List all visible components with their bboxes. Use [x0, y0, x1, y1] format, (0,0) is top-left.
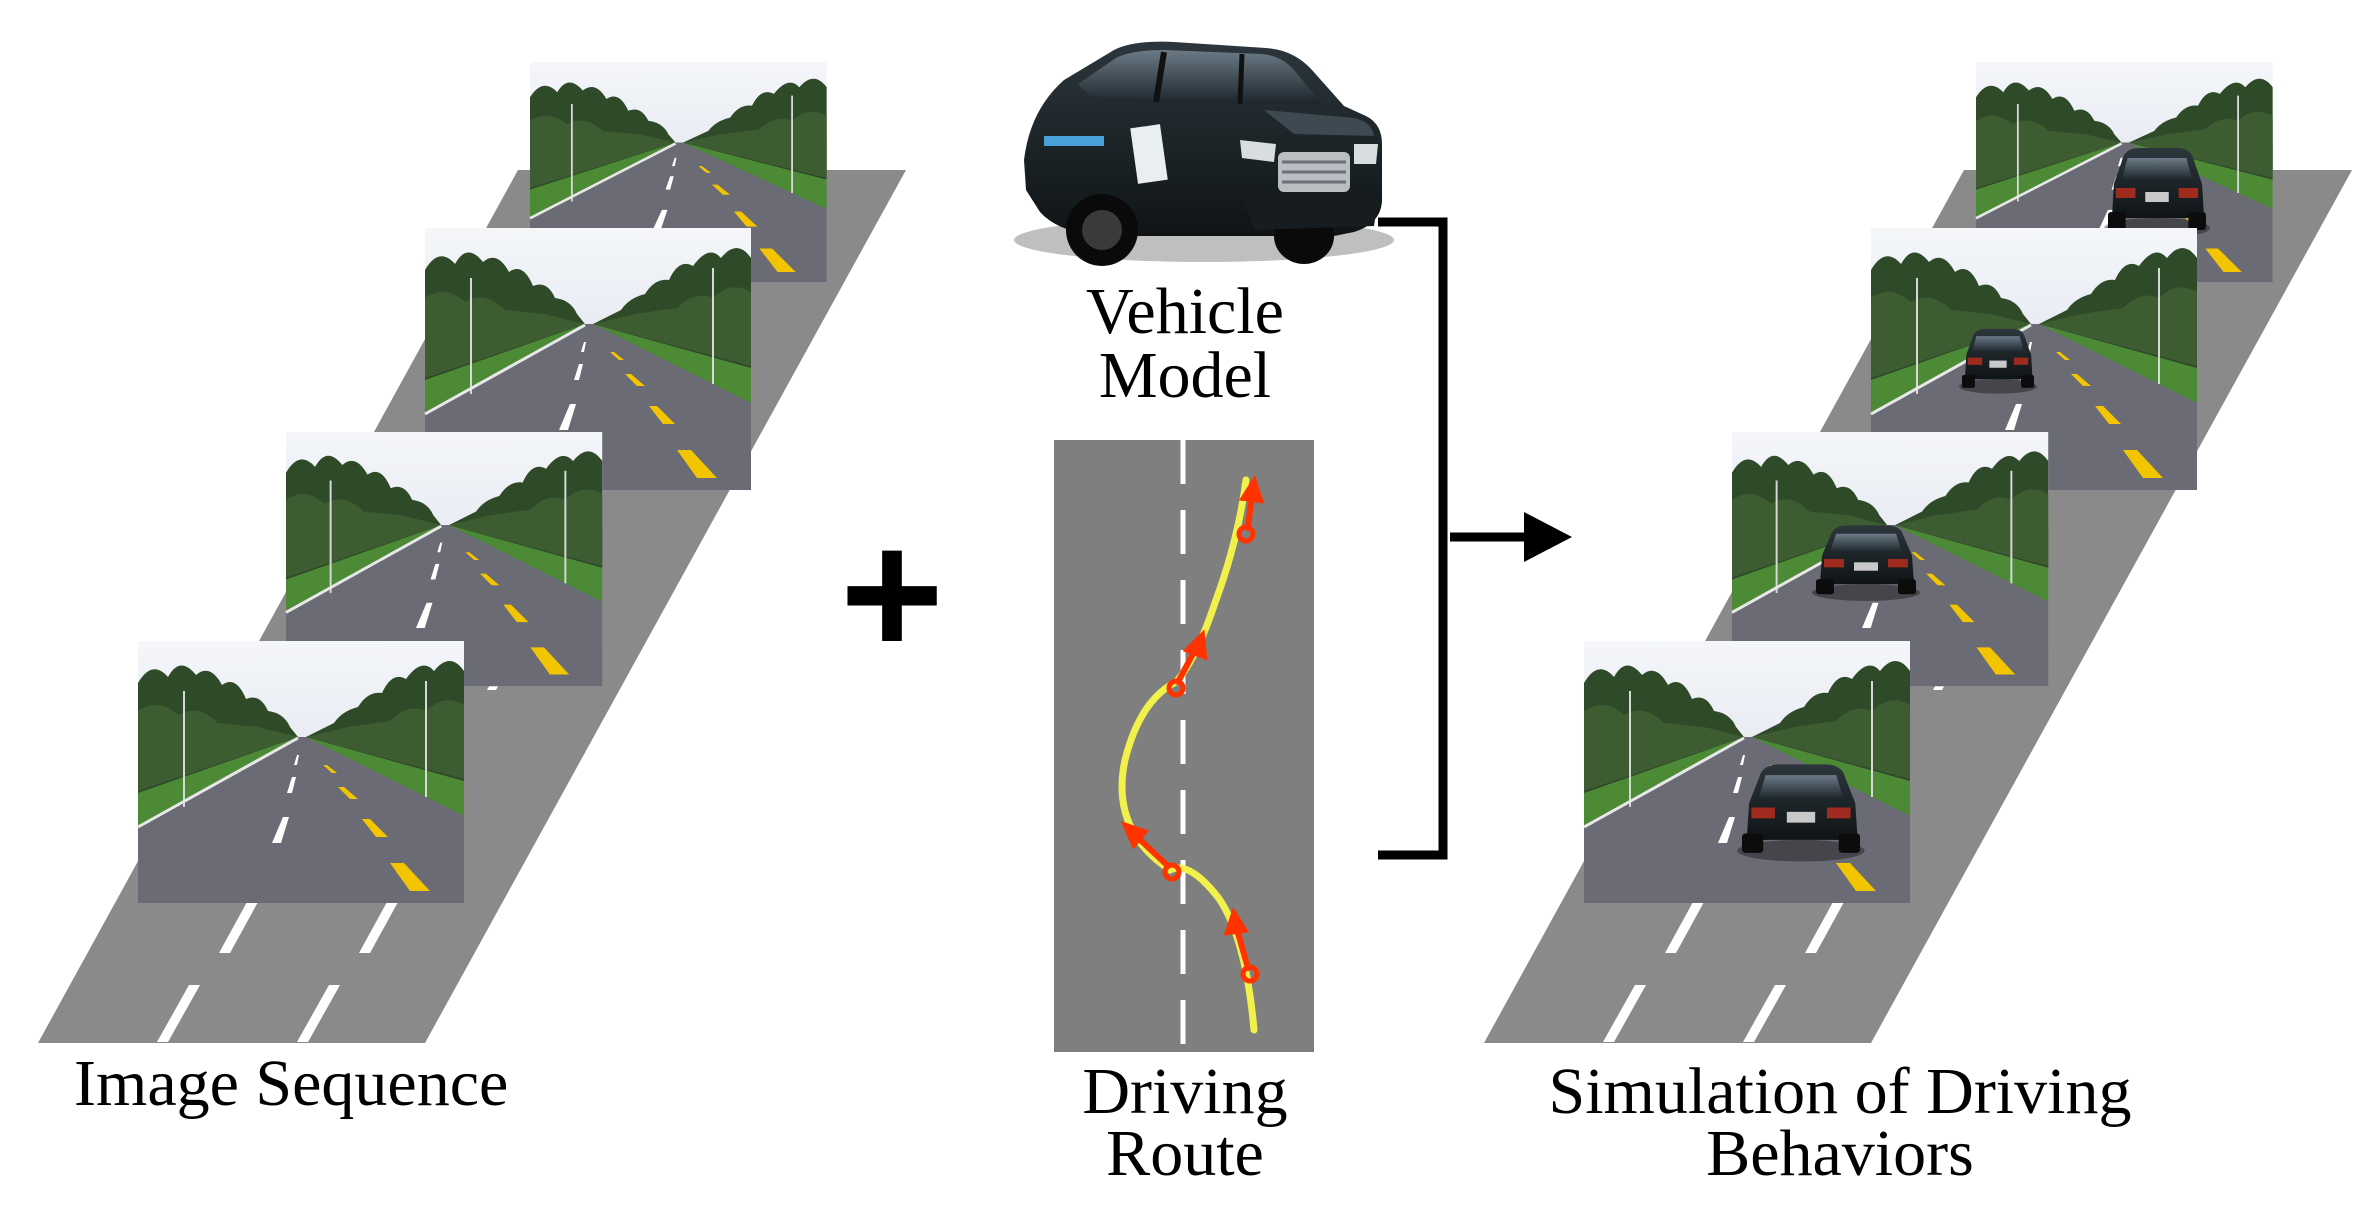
- label-simulation-line1: Simulation of Driving: [1548, 1055, 2132, 1128]
- sim-frame-1: [1582, 639, 1912, 905]
- label-vehicle-model-line2: Model: [1098, 339, 1272, 412]
- label-image-sequence: Image Sequence: [74, 1047, 509, 1120]
- vehicle-model-image: [1014, 41, 1394, 266]
- route-curve: [1118, 476, 1258, 1034]
- label-driving-route-line1: Driving: [1082, 1055, 1288, 1128]
- label-vehicle-model-line1: Vehicle: [1086, 275, 1284, 348]
- merge-bracket: [1378, 217, 1448, 860]
- waypoint-marker: [1162, 862, 1182, 882]
- label-simulation-line2: Behaviors: [1706, 1117, 1974, 1190]
- driving-route-panel: [1054, 440, 1314, 1052]
- label-driving-route-line2: Route: [1106, 1117, 1264, 1190]
- plus-operator: +: [840, 494, 944, 693]
- road-frame-1: [136, 639, 466, 905]
- result-arrow: [1450, 512, 1572, 562]
